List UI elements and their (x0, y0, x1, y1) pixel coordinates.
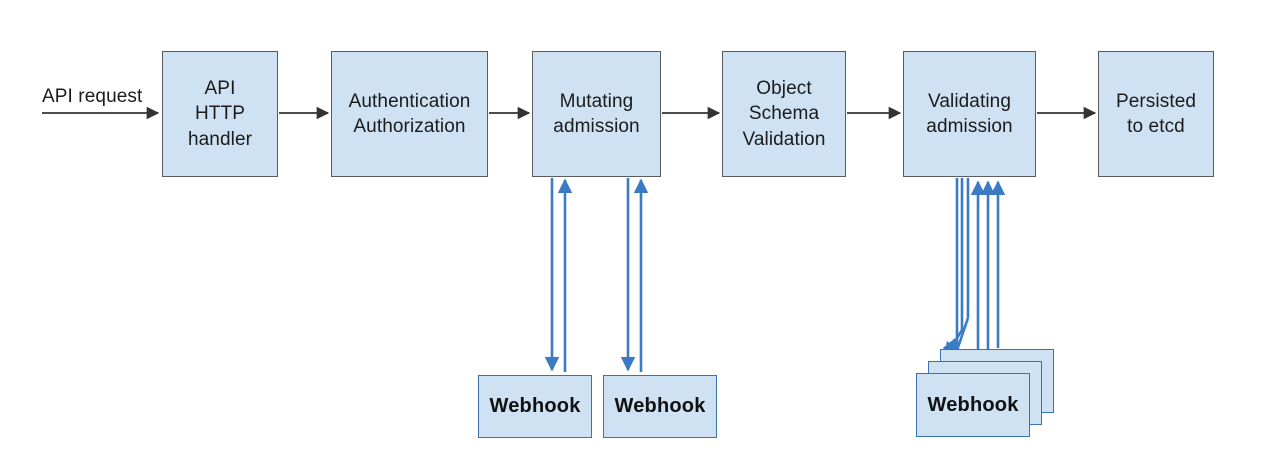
api-request-label: API request (42, 86, 143, 107)
webhook-validating-front-label: Webhook (927, 393, 1019, 416)
webhook-mutating-2-label: Webhook (614, 395, 706, 417)
webhook-mutating-1[interactable]: Webhook (478, 375, 592, 438)
node-validating-admission[interactable]: Validating admission (903, 51, 1036, 177)
node-mutating-admission[interactable]: Mutating admission (532, 51, 661, 177)
node-api-http-handler[interactable]: API HTTP handler (162, 51, 278, 177)
validating-webhook-return-arrows (970, 180, 1006, 372)
node-validating-admission-label: Validating admission (926, 90, 1013, 137)
webhook-validating-front[interactable]: Webhook (916, 373, 1030, 437)
validating-webhook-call-arrows (942, 178, 970, 370)
node-authentication-authorization[interactable]: Authentication Authorization (331, 51, 488, 177)
node-api-http-handler-label: API HTTP handler (187, 78, 253, 150)
node-persisted-to-etcd[interactable]: Persisted to etcd (1098, 51, 1214, 177)
webhook-mutating-1-label: Webhook (489, 395, 581, 417)
node-mutating-admission-label: Mutating admission (553, 90, 640, 137)
node-object-schema-validation[interactable]: Object Schema Validation (722, 51, 846, 177)
node-authentication-authorization-label: Authentication Authorization (348, 90, 471, 137)
webhook-mutating-2[interactable]: Webhook (603, 375, 717, 438)
node-persisted-to-etcd-label: Persisted to etcd (1115, 90, 1197, 137)
node-object-schema-validation-label: Object Schema Validation (742, 78, 826, 150)
